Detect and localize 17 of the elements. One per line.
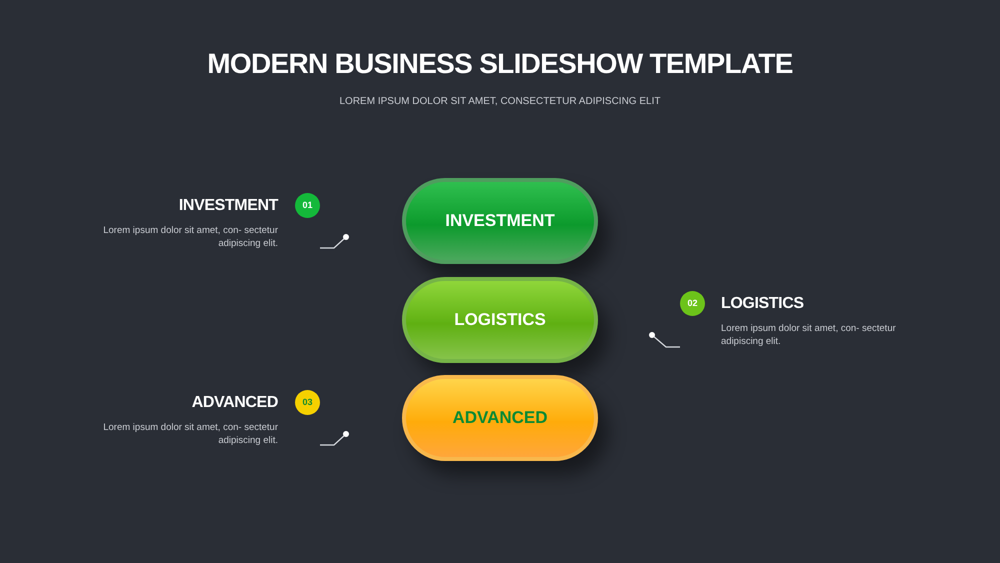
description: Lorem ipsum dolor sit amet, con- sectetur adipiscing elit. bbox=[102, 224, 278, 250]
number-badge: 02 bbox=[680, 291, 705, 316]
heading: ADVANCED bbox=[190, 392, 278, 412]
leader-line bbox=[320, 234, 349, 249]
pill-button: ADVANCED bbox=[402, 375, 598, 461]
description: Lorem ipsum dolor sit amet, con- sectetur adipiscing elit. bbox=[721, 322, 897, 348]
title: MODERN BUSINESS SLIDESHOW TEMPLATE bbox=[206, 50, 794, 78]
number-badge: 03 bbox=[295, 390, 320, 415]
pill-button: LOGISTICS bbox=[402, 277, 598, 363]
leader-line bbox=[649, 332, 680, 348]
number-badge: 01 bbox=[295, 193, 320, 218]
leader-line bbox=[320, 431, 349, 446]
description: Lorem ipsum dolor sit amet, con- sectetur adipiscing elit. bbox=[102, 421, 278, 447]
heading: LOGISTICS bbox=[721, 294, 805, 314]
heading: INVESTMENT bbox=[178, 196, 278, 216]
subtitle: LOREM IPSUM DOLOR SIT AMET, CONSECTETUR ADIPISCING ELIT bbox=[338, 95, 662, 109]
pill-button: INVESTMENT bbox=[402, 178, 598, 264]
